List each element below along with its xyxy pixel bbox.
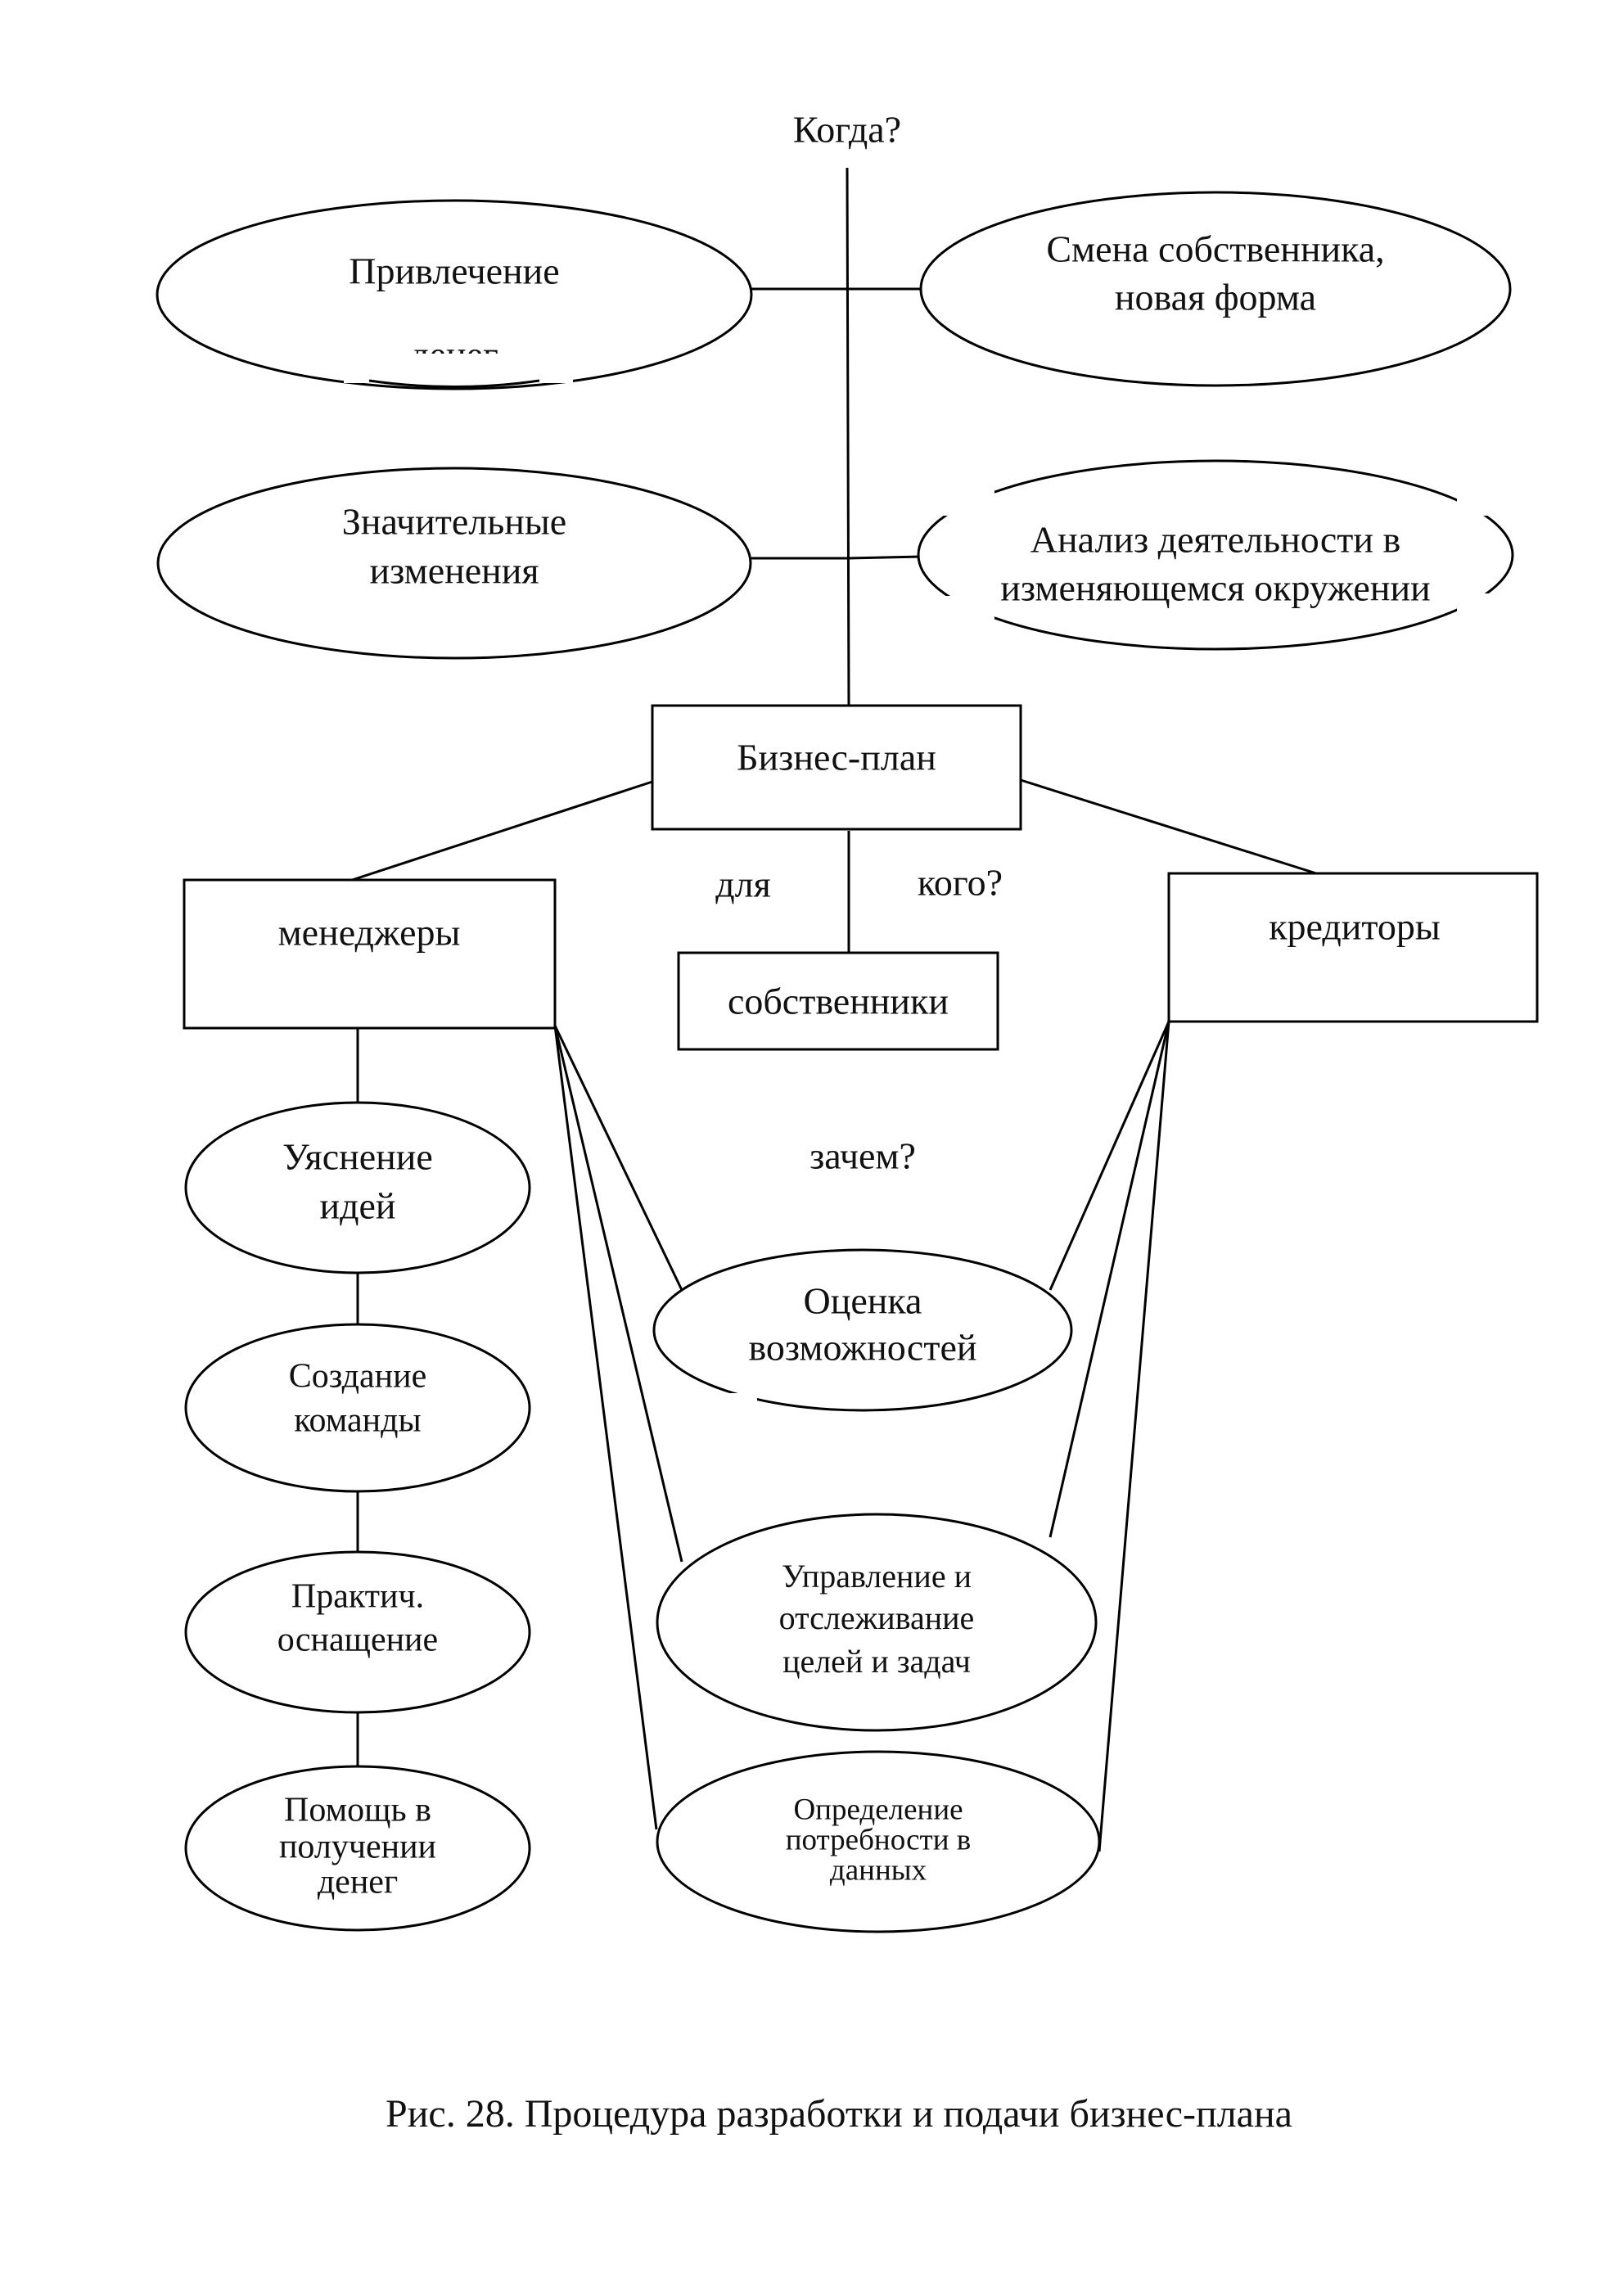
occasion-ellipse-1 <box>156 199 753 390</box>
occasion-4-gap-bottom-left <box>937 596 994 633</box>
occasion-4-line-2: изменяющемся окружении <box>1000 567 1430 609</box>
connector-creditors-purpose-1 <box>1049 1021 1170 1291</box>
why-question-label: зачем? <box>810 1135 916 1177</box>
creditors-label: кредиторы <box>1269 906 1441 948</box>
manager-task-4-line-2: получении <box>279 1829 436 1866</box>
manager-task-2: Создание команды <box>184 1323 531 1493</box>
occasion-3-line-1: Значительные <box>342 501 566 543</box>
manager-task-4-ellipse <box>184 1765 531 1932</box>
managers-label: менеджеры <box>278 912 461 954</box>
for-whom-label-part-1: для <box>715 864 771 905</box>
purpose-1-line-2: возможностей <box>749 1327 977 1369</box>
connectors <box>339 167 1317 1852</box>
for-whom-label-part-2: кого? <box>918 862 1003 904</box>
purpose-2-line-3: целей и задач <box>782 1643 971 1680</box>
managers-box <box>183 878 557 1030</box>
purpose-1-ellipse <box>652 1248 1073 1412</box>
business-plan-box <box>651 704 1022 831</box>
occasion-node-2: Смена собственника, новая форма <box>919 191 1512 387</box>
connector-managers-purpose-3 <box>553 1025 658 1830</box>
purpose-1-line-1: Оценка <box>804 1280 922 1322</box>
purpose-2-line-1: Управление и <box>782 1558 972 1595</box>
connector-occasion-4 <box>847 555 922 560</box>
occasion-ellipse-2 <box>919 191 1512 387</box>
occasion-node-3: Значительные изменения <box>156 467 752 660</box>
owners-box <box>677 951 999 1051</box>
occasion-4-gap-top-right <box>1457 479 1514 516</box>
business-plan-label: Бизнес-план <box>737 737 936 778</box>
manager-task-3-line-1: Практич. <box>291 1578 424 1616</box>
purpose-3-line-2: потребности в <box>786 1823 972 1856</box>
connector-creditors-purpose-3 <box>1098 1021 1170 1852</box>
occasion-3-line-2: изменения <box>369 550 539 592</box>
occasion-4-gap-bottom-right <box>1457 593 1514 634</box>
business-plan-node: Бизнес-план <box>651 704 1022 831</box>
purpose-2: Управление и отслеживание целей и задач <box>656 1513 1098 1732</box>
connector-plan-managers <box>339 780 653 886</box>
managers-node: менеджеры <box>183 878 557 1030</box>
occasion-ellipse-4 <box>917 459 1514 651</box>
manager-task-4-line-1: Помощь в <box>284 1792 431 1829</box>
occasion-4-gap-top-left <box>937 475 994 516</box>
occasion-4-line-1: Анализ деятельности в <box>1030 519 1400 561</box>
purpose-1: Оценка возможностей <box>652 1248 1073 1414</box>
purpose-3-line-3: данных <box>830 1853 927 1887</box>
occasion-1-clipped-edge <box>344 354 573 383</box>
connector-managers-purpose-1 <box>553 1025 683 1291</box>
connector-managers-purpose-2 <box>553 1025 683 1563</box>
purpose-2-ellipse <box>656 1513 1098 1732</box>
manager-task-2-ellipse <box>184 1323 531 1493</box>
manager-task-1-line-1: Уяснение <box>282 1136 433 1178</box>
occasion-2-line-1: Смена собственника, <box>1046 228 1384 270</box>
purpose-3-ellipse <box>656 1750 1101 1933</box>
manager-task-4: Помощь в получении денег <box>184 1765 531 1932</box>
occasion-1-line-1: Привлечение <box>349 250 559 292</box>
creditors-node: кредиторы <box>1167 872 1539 1023</box>
manager-task-3-line-2: оснащение <box>277 1622 438 1659</box>
purpose-3: Определение потребности в данных <box>656 1750 1101 1933</box>
occasion-ellipse-3 <box>156 467 752 660</box>
manager-task-3: Практич. оснащение <box>184 1550 531 1714</box>
occasion-node-1: Привлечение денег <box>156 199 753 390</box>
owners-node: собственники <box>677 951 999 1051</box>
when-axis-line <box>846 167 850 706</box>
manager-task-1-ellipse <box>184 1101 531 1274</box>
connector-plan-creditors <box>1020 778 1317 875</box>
connector-creditors-purpose-2 <box>1049 1021 1170 1538</box>
creditors-box <box>1167 872 1539 1023</box>
manager-task-3-ellipse <box>184 1550 531 1714</box>
manager-task-4-line-3: денег <box>318 1864 398 1901</box>
occasion-node-4: Анализ деятельности в изменяющемся окруж… <box>917 459 1514 651</box>
occasion-ellipse-1-bottom-edge <box>368 379 540 388</box>
purpose-3-line-1: Определение <box>793 1793 963 1826</box>
manager-task-2-line-2: команды <box>294 1402 421 1440</box>
owners-label: собственники <box>728 981 949 1022</box>
when-question-label: Когда? <box>793 109 901 151</box>
purpose-2-line-2: отслеживание <box>779 1599 975 1636</box>
manager-task-1: Уяснение идей <box>184 1101 531 1274</box>
figure-caption: Рис. 28. Процедура разработки и подачи б… <box>386 2092 1292 2136</box>
manager-task-1-line-2: идей <box>319 1185 395 1227</box>
occasion-2-line-2: новая форма <box>1115 277 1316 318</box>
purpose-1-gap-bottom <box>720 1393 757 1414</box>
manager-task-2-line-1: Создание <box>289 1358 426 1396</box>
